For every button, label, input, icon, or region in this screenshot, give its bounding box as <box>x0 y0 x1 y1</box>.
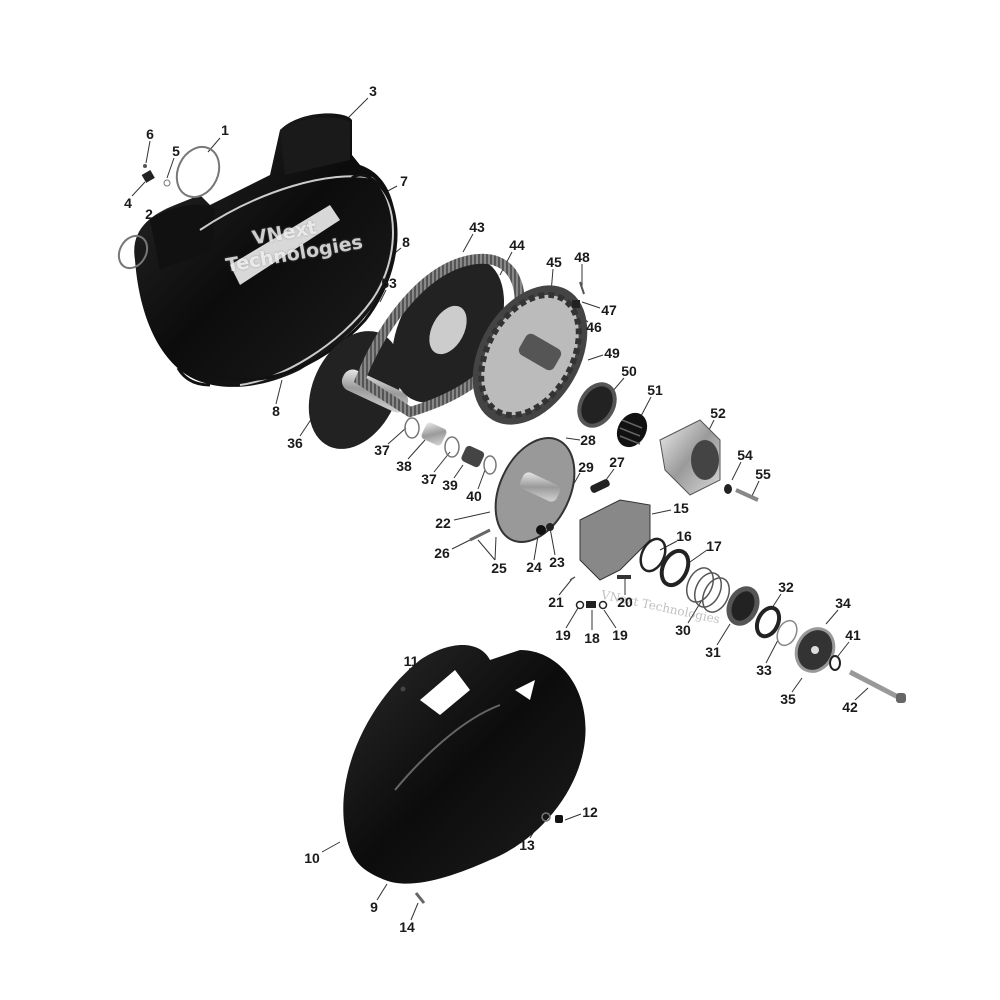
callout-label-30: 30 <box>675 622 691 638</box>
callout-label-55: 55 <box>755 466 771 482</box>
callout-label-19: 19 <box>612 627 628 643</box>
spider-assembly <box>579 499 651 581</box>
callout-label-6: 6 <box>146 126 154 142</box>
o-ring-2 <box>117 234 149 270</box>
callout-label-45: 45 <box>546 254 562 270</box>
callout-label-54: 54 <box>737 447 753 463</box>
inner-cvt-cover <box>343 645 586 884</box>
callout-label-28: 28 <box>580 432 596 448</box>
callout-label-47: 47 <box>601 302 617 318</box>
o-ring-1 <box>175 145 221 199</box>
torsion-spring <box>616 412 648 448</box>
callout-label-33: 33 <box>756 662 772 678</box>
callout-label-39: 39 <box>442 477 458 493</box>
callout-label-20: 20 <box>617 594 633 610</box>
movable-drive-sheave <box>494 437 576 543</box>
callout-label-52: 52 <box>710 405 726 421</box>
callout-label-40: 40 <box>466 488 482 504</box>
callout-label-34: 34 <box>835 595 851 611</box>
drive-belt <box>353 253 525 418</box>
callout-label-37: 37 <box>421 471 437 487</box>
callout-label-49: 49 <box>604 345 620 361</box>
callout-label-48: 48 <box>574 249 590 265</box>
callout-label-44: 44 <box>509 237 525 253</box>
callout-label-17: 17 <box>706 538 722 554</box>
callout-label-12: 12 <box>582 804 598 820</box>
callout-label-4: 4 <box>124 195 132 211</box>
center-bolt <box>848 669 902 701</box>
callout-label-51: 51 <box>647 382 663 398</box>
compression-spring <box>685 567 731 613</box>
callout-label-41: 41 <box>845 627 861 643</box>
callout-label-15: 15 <box>673 500 689 516</box>
callout-label-5: 5 <box>172 143 180 159</box>
callout-label-35: 35 <box>780 691 796 707</box>
callout-label-13: 13 <box>519 837 535 853</box>
callout-label-22: 22 <box>435 515 451 531</box>
callout-label-43: 43 <box>469 219 485 235</box>
callout-label-50: 50 <box>621 363 637 379</box>
callout-label-2: 2 <box>145 206 153 222</box>
callout-label-29: 29 <box>578 459 594 475</box>
callout-label-38: 38 <box>396 458 412 474</box>
callout-label-27: 27 <box>609 454 625 470</box>
callout-label-8: 8 <box>402 234 410 250</box>
callout-label-26: 26 <box>434 545 450 561</box>
callout-label-16: 16 <box>676 528 692 544</box>
callout-label-19: 19 <box>555 627 571 643</box>
callout-label-18: 18 <box>584 630 600 646</box>
callout-label-7: 7 <box>400 173 408 189</box>
callout-label-25: 25 <box>491 560 507 576</box>
callout-label-8: 8 <box>272 403 280 419</box>
callout-label-1: 1 <box>221 122 229 138</box>
callout-label-11: 11 <box>403 653 419 669</box>
callout-label-37: 37 <box>374 442 390 458</box>
callout-label-23: 23 <box>549 554 565 570</box>
callout-label-9: 9 <box>370 899 378 915</box>
callout-label-10: 10 <box>304 850 320 866</box>
callout-label-36: 36 <box>287 435 303 451</box>
callout-label-24: 24 <box>526 559 542 575</box>
callout-label-32: 32 <box>778 579 794 595</box>
callout-label-21: 21 <box>548 594 564 610</box>
outer-cvt-cover <box>134 113 397 387</box>
callout-label-46: 46 <box>586 319 602 335</box>
callout-label-42: 42 <box>842 699 858 715</box>
cam-housing <box>659 419 721 496</box>
callout-label-53: 53 <box>381 275 397 291</box>
driven-pulley-sheave <box>472 285 588 425</box>
cover-gasket <box>204 173 398 382</box>
callout-label-14: 14 <box>399 919 415 935</box>
callout-label-3: 3 <box>369 83 377 99</box>
callout-label-31: 31 <box>705 644 721 660</box>
